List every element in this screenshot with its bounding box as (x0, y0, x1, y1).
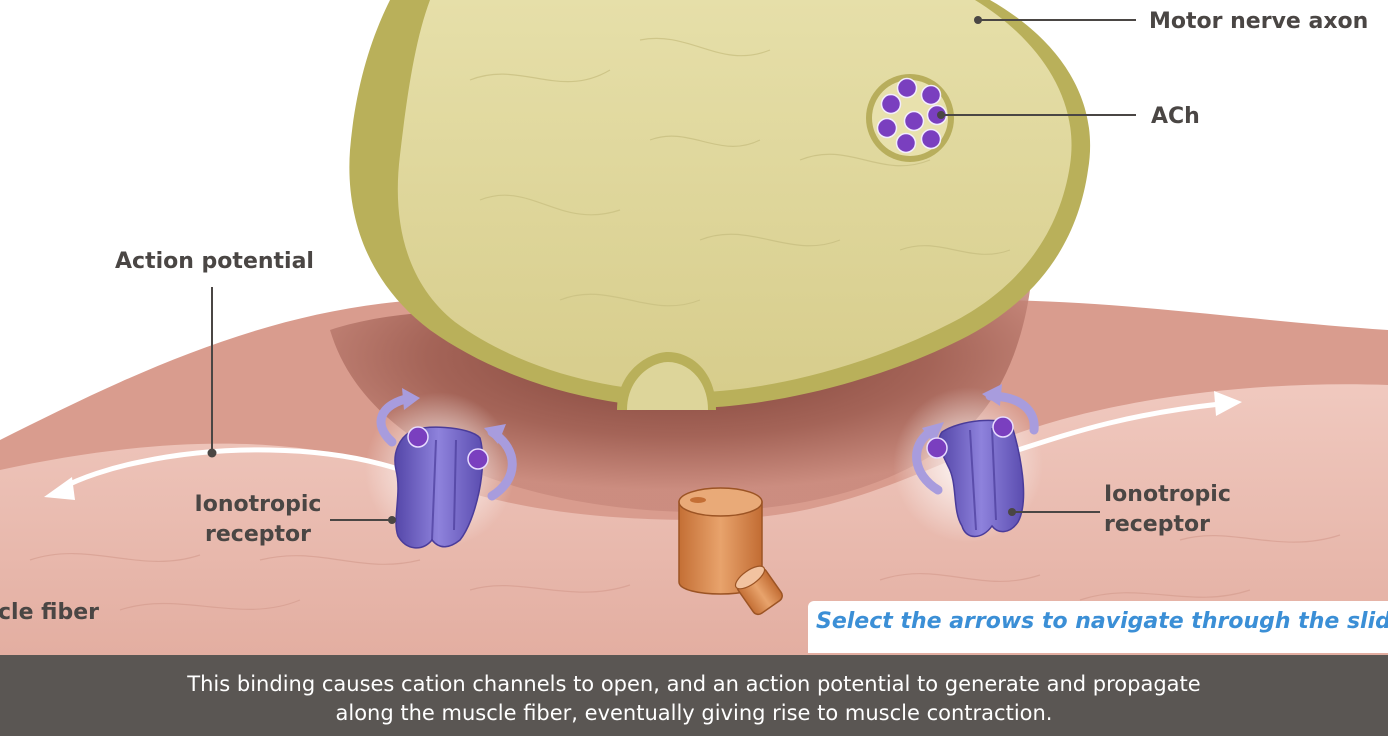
label-ionotropic-receptor-left: Ionotropic receptor (194, 492, 322, 547)
leader-dots (207, 16, 1016, 524)
muscle-texture (29, 534, 1341, 611)
slide-caption: This binding causes cation channels to o… (0, 655, 1388, 736)
label-action-potential: Action potential (115, 249, 314, 274)
axon-texture (469, 37, 1011, 307)
leader-lines (211, 19, 1136, 521)
label-ionotropic-receptor-right: Ionotropic receptor (1104, 482, 1231, 537)
ionotropic-receptor-left (365, 388, 517, 549)
label-muscle-fiber: cle fiber (0, 600, 99, 625)
neuromuscular-junction-illustration (0, 0, 1388, 655)
ionotropic-receptor-right (893, 384, 1043, 543)
exocytosis-pocket (617, 352, 716, 410)
navigation-hint-text: Select the arrows to navigate through th… (816, 609, 1388, 634)
synaptic-vesicle (866, 74, 954, 162)
navigation-hint-box (808, 601, 1388, 653)
acetylcholinesterase (678, 487, 783, 616)
ach-molecules (876, 77, 948, 154)
label-ach: ACh (1151, 104, 1200, 129)
action-potential-arrow-left (59, 447, 398, 491)
action-potential-arrow-right (1015, 401, 1223, 453)
label-motor-nerve-axon: Motor nerve axon (1149, 9, 1369, 34)
